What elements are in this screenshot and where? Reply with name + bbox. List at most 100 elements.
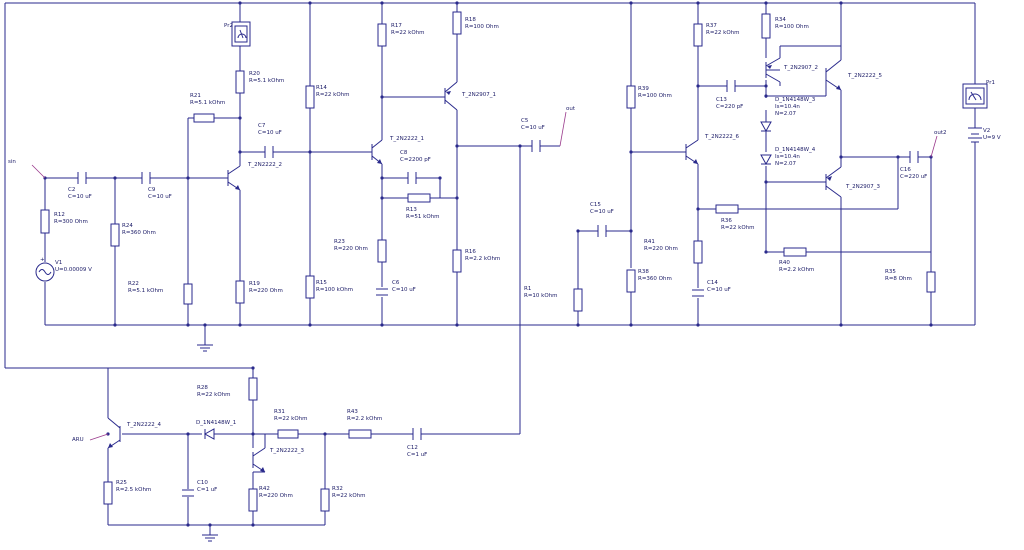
probe-Pr2[interactable]: Pr2: [224, 21, 251, 47]
capacitor-C7[interactable]: C7 C=10 uF: [258, 123, 282, 158]
R25-name: R25: [116, 480, 127, 486]
R12-value: R=300 Ohm: [54, 219, 88, 225]
ground-symbol-bottom: [202, 534, 218, 542]
R43-value: R=2.2 kOhm: [347, 416, 382, 422]
node-label-ARU[interactable]: ARU: [72, 433, 109, 443]
diode-D_1N4148W_3[interactable]: D_1N4148W_3 Is=10.4n N=2.07: [760, 97, 816, 152]
R35-name: R35: [885, 269, 896, 275]
resistor-R21[interactable]: R21 R=5.1 kOhm: [190, 93, 225, 123]
V2-value: U=9 V: [983, 135, 1001, 141]
D1-label: D_1N4148W_1: [196, 420, 236, 426]
ground-symbol-top: [197, 344, 213, 352]
resistor-R1[interactable]: R1 R=10 kOhm: [524, 286, 583, 312]
D4-is: Is=10.4n: [775, 154, 800, 160]
voltage-source-V1[interactable]: + V1 U=0.00009 V: [35, 257, 92, 282]
capacitor-C13[interactable]: C13 C=220 pF: [716, 80, 743, 110]
transistor-T_2N2222_4[interactable]: T_2N2222_4: [107, 417, 161, 449]
R22-name: R22: [128, 281, 139, 287]
node-label-out2[interactable]: out2: [930, 130, 947, 158]
capacitor-C16[interactable]: C16 C=220 uF: [900, 151, 927, 180]
resistor-R41[interactable]: R41 R=220 Ohm: [644, 239, 703, 264]
R18-name: R18: [465, 17, 476, 23]
resistor-R15[interactable]: R15 R=100 kOhm: [305, 275, 353, 299]
R1-name: R1: [524, 286, 531, 292]
capacitor-C5[interactable]: C5 C=10 uF: [521, 118, 545, 152]
R41-value: R=220 Ohm: [644, 246, 678, 252]
resistor-R24[interactable]: R24 R=360 Ohm: [110, 223, 156, 247]
capacitor-C10[interactable]: C10 C=1 uF: [182, 480, 217, 497]
resistor-R42[interactable]: R42 R=220 Ohm: [248, 486, 293, 512]
diode-D_1N4148W_4[interactable]: D_1N4148W_4 Is=10.4n N=2.07: [760, 147, 816, 167]
resistor-R34[interactable]: R34 R=100 Ohm: [761, 13, 809, 39]
T4-label: T_2N2222_4: [126, 422, 161, 428]
R31-name: R31: [274, 409, 285, 415]
transistor-T_2N2222_1[interactable]: T_2N2222_1: [371, 136, 424, 165]
resistor-R14[interactable]: R14 R=22 kOhm: [305, 85, 350, 109]
R24-name: R24: [122, 223, 133, 229]
C14-name: C14: [707, 280, 718, 286]
resistor-R12[interactable]: R12 R=300 Ohm: [40, 209, 88, 234]
resistor-R39[interactable]: R39 R=100 Ohm: [626, 85, 672, 109]
C16-value: C=220 uF: [900, 174, 927, 180]
R21-name: R21: [190, 93, 201, 99]
R42-value: R=220 Ohm: [259, 493, 293, 499]
capacitor-C6[interactable]: C6 C=10 uF: [376, 280, 416, 296]
R23-name: R23: [334, 239, 345, 245]
V1-name: V1: [55, 260, 62, 266]
resistor-R17[interactable]: R17 R=22 kOhm: [377, 23, 425, 47]
R39-value: R=100 Ohm: [638, 93, 672, 99]
node-label-out[interactable]: out: [559, 106, 576, 147]
probe-Pr1[interactable]: Pr1: [962, 80, 995, 109]
transistor-T_2N2222_3[interactable]: T_2N2222_3: [252, 434, 304, 473]
transistor-T_2N2907_2[interactable]: T_2N2907_2: [765, 57, 818, 86]
capacitor-C9[interactable]: C9 C=10 uF: [141, 172, 172, 200]
resistor-R20[interactable]: R20 R=5.1 kOhm: [235, 70, 284, 94]
resistor-R16[interactable]: R16 R=2.2 kOhm: [452, 249, 500, 273]
node-label-sin[interactable]: sin: [8, 159, 46, 179]
resistor-R13[interactable]: R13 R=51 kOhm: [406, 193, 440, 220]
R37-value: R=22 kOhm: [706, 30, 740, 36]
resistor-R37[interactable]: R37 R=22 kOhm: [693, 23, 740, 47]
transistor-T_2N2222_2[interactable]: T_2N2222_2: [227, 162, 282, 191]
C9-name: C9: [148, 187, 156, 193]
R24-value: R=360 Ohm: [122, 230, 156, 236]
battery-V2[interactable]: V2 U=9 V: [968, 127, 1001, 143]
resistor-R40[interactable]: R40 R=2.2 kOhm: [779, 247, 814, 273]
diode-D_1N4148W_1[interactable]: D_1N4148W_1: [196, 420, 236, 440]
resistor-R32[interactable]: R32 R=22 kOhm: [320, 486, 366, 512]
D3-label: D_1N4148W_3: [775, 97, 816, 103]
R32-name: R32: [332, 486, 343, 492]
C5-name: C5: [521, 118, 529, 124]
capacitor-C2[interactable]: C2 C=10 uF: [68, 172, 92, 200]
resistor-R23[interactable]: R23 R=220 Ohm: [334, 239, 387, 263]
capacitor-C12[interactable]: C12 C=1 uF: [407, 428, 427, 458]
R20-value: R=5.1 kOhm: [249, 78, 284, 84]
capacitor-C8[interactable]: C8 C=2200 pF: [400, 150, 431, 184]
transistor-T_2N2222_6[interactable]: T_2N2222_6: [685, 134, 739, 165]
resistor-R18[interactable]: R18 R=100 Ohm: [452, 11, 499, 35]
transistor-T_2N2907_3[interactable]: T_2N2907_3: [825, 166, 880, 198]
C7-value: C=10 uF: [258, 130, 282, 136]
R14-value: R=22 kOhm: [316, 92, 350, 98]
resistor-R19[interactable]: R19 R=220 Ohm: [235, 280, 283, 304]
resistor-R25[interactable]: R25 R=2.5 kOhm: [103, 480, 151, 505]
resistor-R35[interactable]: R35 R=8 Ohm: [885, 269, 936, 293]
TP2-label: T_2N2907_2: [783, 65, 818, 71]
capacitor-C14[interactable]: C14 C=10 uF: [692, 280, 731, 297]
transistor-T_2N2907_1[interactable]: T_2N2907_1: [444, 81, 496, 111]
ARU-text: ARU: [72, 437, 84, 443]
C10-name: C10: [197, 480, 208, 486]
V1-plus: +: [40, 257, 45, 263]
resistor-R38[interactable]: R38 R=360 Ohm: [626, 269, 672, 293]
resistor-R22[interactable]: R22 R=5.1 kOhm: [128, 281, 193, 305]
resistor-R36[interactable]: R36 R=22 kOhm: [715, 204, 755, 231]
R39-name: R39: [638, 86, 649, 92]
C15-value: C=10 uF: [590, 209, 614, 215]
resistor-R43[interactable]: R43 R=2.2 kOhm: [347, 409, 382, 439]
resistor-R28[interactable]: R28 R=22 kOhm: [197, 377, 258, 401]
transistor-T_2N2222_5[interactable]: T_2N2222_5: [825, 59, 882, 96]
capacitor-C15[interactable]: C15 C=10 uF: [590, 202, 614, 237]
R38-name: R38: [638, 269, 649, 275]
resistor-R31[interactable]: R31 R=22 kOhm: [274, 409, 308, 439]
